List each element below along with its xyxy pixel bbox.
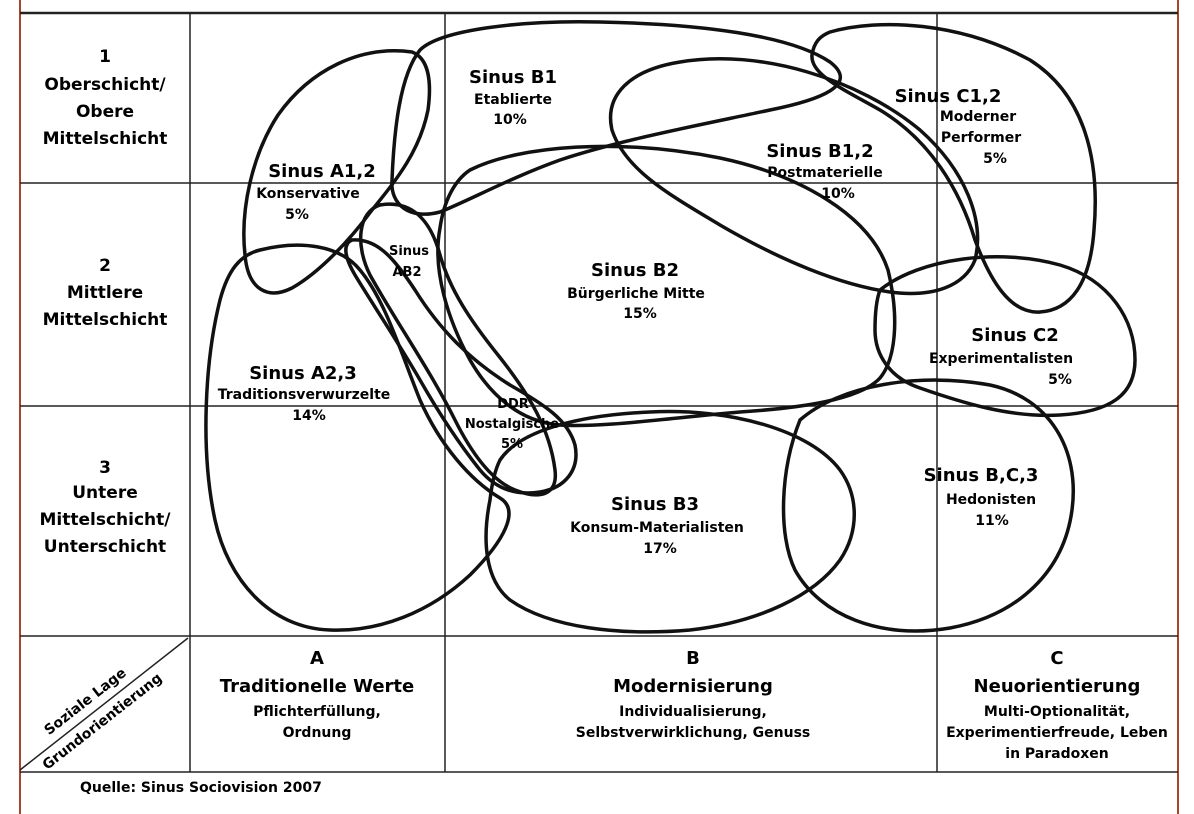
blob-postmaterielle xyxy=(608,56,980,296)
row-3-label: 3 Untere Mittelschicht/ Unterschicht xyxy=(40,458,172,557)
svg-text:Mittelschicht: Mittelschicht xyxy=(43,129,168,149)
source-note: Quelle: Sinus Sociovision 2007 xyxy=(80,780,322,796)
column-b-label: B Modernisierung Individualisierung, Sel… xyxy=(576,648,811,741)
svg-text:Konservative: Konservative xyxy=(256,186,360,202)
blob-etablierte xyxy=(390,20,843,216)
column-a-label: A Traditionelle Werte Pflichterfüllung, … xyxy=(220,648,414,741)
svg-text:5%: 5% xyxy=(1048,372,1072,388)
svg-text:Moderner: Moderner xyxy=(940,109,1016,125)
svg-text:Modernisierung: Modernisierung xyxy=(613,676,773,697)
svg-text:Unterschicht: Unterschicht xyxy=(44,537,166,557)
svg-text:Sinus C1,2: Sinus C1,2 xyxy=(895,86,1002,107)
svg-text:Performer: Performer xyxy=(941,130,1021,146)
svg-text:2: 2 xyxy=(99,256,111,276)
svg-text:C: C xyxy=(1050,648,1063,669)
milieu-bc3-label: Sinus B,C,3 Hedonisten 11% xyxy=(924,465,1039,529)
milieu-b3-label: Sinus B3 Konsum-Materialisten 17% xyxy=(570,494,744,557)
svg-text:10%: 10% xyxy=(493,112,527,128)
svg-text:Oberschicht/: Oberschicht/ xyxy=(44,75,166,95)
svg-text:Obere: Obere xyxy=(76,102,134,122)
svg-text:Etablierte: Etablierte xyxy=(474,92,552,108)
svg-text:Sinus B1,2: Sinus B1,2 xyxy=(766,141,873,162)
milieu-ab2-label: Sinus AB2 xyxy=(389,244,429,280)
svg-text:15%: 15% xyxy=(623,306,657,322)
svg-text:Konsum-Materialisten: Konsum-Materialisten xyxy=(570,520,744,536)
blob-konservative xyxy=(242,49,432,295)
milieu-ddr-label: DDR Nostalgische 5% xyxy=(465,397,559,452)
svg-text:Sinus B2: Sinus B2 xyxy=(591,260,679,281)
milieu-c12-label: Sinus C1,2 Moderner Performer 5% xyxy=(895,86,1022,167)
svg-text:in Paradoxen: in Paradoxen xyxy=(1005,746,1108,762)
milieu-b12-label: Sinus B1,2 Postmaterielle 10% xyxy=(766,141,882,202)
svg-text:Sinus: Sinus xyxy=(389,244,429,259)
svg-text:A: A xyxy=(310,648,324,669)
column-c-label: C Neuorientierung Multi-Optionalität, Ex… xyxy=(946,648,1168,762)
blob-ddr xyxy=(344,238,578,495)
svg-text:Untere: Untere xyxy=(72,483,137,503)
svg-text:Traditionsverwurzelte: Traditionsverwurzelte xyxy=(218,387,391,403)
svg-text:17%: 17% xyxy=(643,541,677,557)
blob-ab2 xyxy=(358,202,557,497)
svg-text:1: 1 xyxy=(99,47,111,67)
svg-text:Hedonisten: Hedonisten xyxy=(946,492,1036,508)
svg-text:5%: 5% xyxy=(285,207,309,223)
svg-text:Postmaterielle: Postmaterielle xyxy=(767,165,882,181)
svg-text:Experimentierfreude, Leben: Experimentierfreude, Leben xyxy=(946,725,1168,741)
svg-text:Multi-Optionalität,: Multi-Optionalität, xyxy=(984,704,1130,720)
svg-text:DDR: DDR xyxy=(497,397,529,412)
milieu-b1-label: Sinus B1 Etablierte 10% xyxy=(469,67,557,128)
svg-text:Mittelschicht/: Mittelschicht/ xyxy=(40,510,172,530)
milieu-a23-label: Sinus A2,3 Traditionsverwurzelte 14% xyxy=(218,363,391,424)
blob-buergerliche-mitte xyxy=(436,144,897,428)
milieu-blobs xyxy=(204,20,1137,634)
svg-text:Ordnung: Ordnung xyxy=(283,725,352,741)
svg-text:Mittlere: Mittlere xyxy=(67,283,143,303)
svg-text:Pflichterfüllung,: Pflichterfüllung, xyxy=(253,704,381,720)
svg-text:5%: 5% xyxy=(501,437,523,452)
svg-text:14%: 14% xyxy=(292,408,326,424)
svg-text:Selbstverwirklichung, Genuss: Selbstverwirklichung, Genuss xyxy=(576,725,811,741)
svg-text:Traditionelle Werte: Traditionelle Werte xyxy=(220,676,414,697)
svg-text:Bürgerliche Mitte: Bürgerliche Mitte xyxy=(567,286,705,302)
milieu-b2-label: Sinus B2 Bürgerliche Mitte 15% xyxy=(567,260,705,322)
svg-text:Sinus B1: Sinus B1 xyxy=(469,67,557,88)
svg-text:Sinus A1,2: Sinus A1,2 xyxy=(268,161,376,182)
blob-traditionsverwurzelte xyxy=(204,243,511,632)
svg-text:5%: 5% xyxy=(983,151,1007,167)
row-1-label: 1 Oberschicht/ Obere Mittelschicht xyxy=(43,47,168,149)
svg-text:Mittelschicht: Mittelschicht xyxy=(43,310,168,330)
svg-text:Experimentalisten: Experimentalisten xyxy=(929,351,1073,367)
blob-experimentalisten xyxy=(873,255,1137,418)
svg-text:3: 3 xyxy=(99,458,111,478)
grid xyxy=(19,11,1178,773)
svg-text:AB2: AB2 xyxy=(392,265,421,280)
svg-text:Individualisierung,: Individualisierung, xyxy=(619,704,767,720)
svg-text:Nostalgische: Nostalgische xyxy=(465,417,559,432)
svg-text:Sinus C2: Sinus C2 xyxy=(971,325,1058,346)
blob-konsum xyxy=(484,409,856,634)
row-2-label: 2 Mittlere Mittelschicht xyxy=(43,256,168,330)
svg-text:10%: 10% xyxy=(821,186,855,202)
blob-hedonisten xyxy=(781,378,1075,633)
svg-text:Neuorientierung: Neuorientierung xyxy=(974,676,1141,697)
milieu-a12-label: Sinus A1,2 Konservative 5% xyxy=(256,161,376,223)
svg-text:B: B xyxy=(686,648,700,669)
svg-text:11%: 11% xyxy=(975,513,1009,529)
svg-text:Sinus B3: Sinus B3 xyxy=(611,494,699,515)
milieu-c2-label: Sinus C2 Experimentalisten 5% xyxy=(929,325,1073,388)
blob-performer xyxy=(810,22,1097,314)
svg-text:Sinus B,C,3: Sinus B,C,3 xyxy=(924,465,1039,486)
svg-text:Sinus A2,3: Sinus A2,3 xyxy=(249,363,357,384)
